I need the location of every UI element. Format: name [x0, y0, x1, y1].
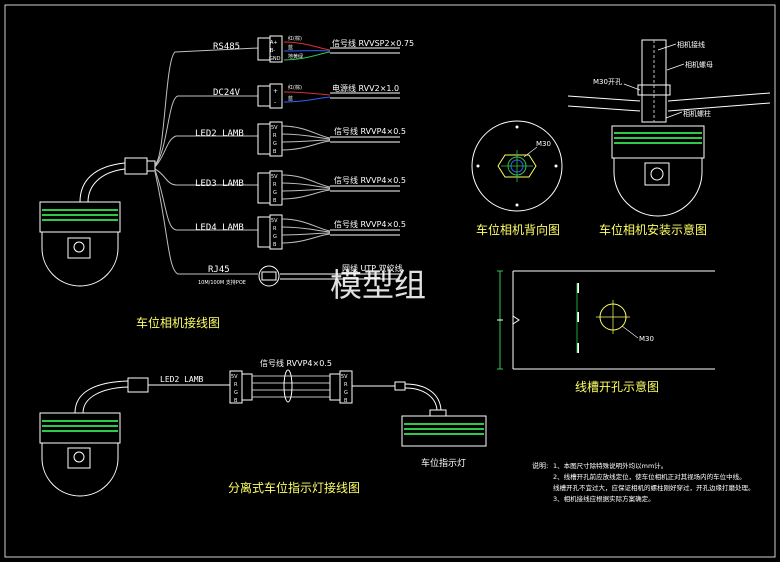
led4-pin-r: R [273, 226, 277, 232]
led2-pin-5v: 5V [271, 125, 278, 131]
install-label-nut: 相机螺母 [685, 60, 713, 69]
indicator-lamp [401, 415, 487, 447]
camera-dome [41, 231, 119, 287]
led3-cable-label: 信号线 RVVP4×0.5 [334, 175, 406, 185]
install-nut [637, 84, 671, 96]
notes-heading: 说明: [532, 461, 548, 470]
cable-hub [124, 157, 148, 175]
watermark: 模型组 [330, 266, 426, 304]
drawing-frame [4, 4, 776, 558]
rs485-connector: A+ B- GND 红(棕) 蓝 地黄绿 信号线 RVVSP2×0.75 [257, 35, 414, 63]
connector-label-led2: LED2 LAMB [195, 129, 244, 139]
rs485-cable-label: 信号线 RVVSP2×0.75 [332, 38, 414, 48]
indicator-camera-dome [41, 442, 119, 497]
indicator-pin-5v-b: 5V [341, 374, 348, 380]
connector-label-led3: LED3 LAMB [195, 179, 244, 189]
back-view-hex-nut [497, 154, 537, 178]
dc24v-pin-minus: - [274, 99, 276, 106]
indicator-pin-b: B [234, 398, 238, 404]
connector-label-dc24v: DC24V [213, 88, 241, 98]
led3-pin-5v: 5V [271, 174, 278, 180]
dc24v-pin-plus: + [273, 88, 278, 95]
led2-pin-b: B [273, 149, 277, 155]
dc24v-note-1: 红(棕) [288, 84, 302, 91]
connector-label-led4: LED4 LAMB [195, 223, 244, 233]
led4-pin-g: G [273, 234, 277, 240]
slot-drilling-diagram: M30 线槽开孔示意图 [497, 270, 715, 394]
install-camera-dome [613, 157, 703, 217]
led2-pin-g: G [273, 141, 277, 147]
slot-m30-label: M30 [639, 335, 654, 343]
led4-connector: 5V R G B 信号线 RVVP4×0.5 [257, 214, 406, 250]
notes-line-2: 2、线槽开孔前应放线定位，使车位相机正对其视场内的车位中线。 [553, 472, 746, 481]
camera-back-view: M30 车位相机背向图 [471, 120, 563, 237]
install-label-hole: M30开孔 [593, 78, 622, 86]
install-label-wiring: 相机接线 [677, 40, 705, 49]
rj45-label: RJ45 [208, 265, 230, 275]
notes-line-3: 线槽开孔不宜过大，应保证相机的螺柱刚好穿过，开孔边缘打磨处理。 [553, 483, 755, 492]
connector-label-rs485: RS485 [213, 42, 240, 52]
indicator-pin-r-b: R [344, 382, 348, 388]
rs485-note-3: 地黄绿 [288, 53, 303, 60]
back-view-m30-label: M30 [536, 140, 551, 148]
back-view-title: 车位相机背向图 [476, 222, 560, 237]
camera-install-diagram: 相机接线 相机螺母 M30开孔 相机螺柱 车位相机安装示意图 [567, 39, 771, 237]
led4-pin-b: B [273, 242, 277, 248]
camera-lens-window [67, 237, 91, 259]
rj45-connector: RJ45 10M/100M 支持POE 网线 UTP 双绞线 [198, 263, 403, 287]
rj45-cable-label: 网线 UTP 双绞线 [342, 263, 403, 273]
indicator-connector-label: LED2 LAMB [160, 375, 204, 384]
notes-line-1: 1、本图尺寸除特殊说明外均以mm计。 [553, 461, 667, 470]
indicator-wiring-diagram: LED2 LAMB 5V R G B 信号线 RVVP4×0.5 5V R G … [39, 358, 487, 497]
camera-wiring-diagram: RS485 DC24V LED2 LAMB LED3 LAMB LED4 LAM… [39, 35, 414, 330]
led3-pin-b: B [273, 198, 277, 204]
indicator-pin-b-b: B [344, 398, 348, 404]
rs485-note-1: 红(棕) [288, 35, 302, 42]
camera-lens [73, 241, 85, 253]
camera-body [39, 201, 121, 233]
back-view-outer-circle [471, 120, 563, 212]
led4-pin-5v: 5V [271, 218, 278, 224]
rj45-sub-label: 10M/100M 支持POE [198, 279, 246, 286]
install-label-stud: 相机螺柱 [683, 109, 711, 118]
indicator-pin-r: R [234, 382, 238, 388]
indicator-pin-g-b: G [344, 390, 348, 396]
rs485-note-2: 蓝 [288, 44, 293, 51]
notes-line-4: 3、相机接线应根据实际方案确定。 [553, 494, 655, 503]
rs485-pin-a: A+ [270, 40, 278, 46]
led3-connector: 5V R G B 信号线 RVVP4×0.5 [257, 170, 406, 206]
led3-pin-g: G [273, 190, 277, 196]
install-title: 车位相机安装示意图 [599, 222, 707, 237]
led3-pin-r: R [273, 182, 277, 188]
dc24v-connector: + - 红(棕) 蓝 电源线 RVV2×1.0 [257, 83, 400, 109]
rj45-port [258, 265, 280, 287]
indicator-device-label: 车位指示灯 [421, 457, 466, 469]
slot-title: 线槽开孔示意图 [575, 379, 659, 394]
rs485-pin-gnd: GND [269, 56, 281, 62]
indicator-cable-label: 信号线 RVVP4×0.5 [260, 358, 332, 368]
indicator-pin-5v: 5V [231, 374, 238, 380]
camera-wiring-title: 车位相机接线图 [136, 315, 220, 330]
led2-pin-r: R [273, 133, 277, 139]
dc24v-cable-label: 电源线 RVV2×1.0 [332, 83, 399, 93]
indicator-pin-g: G [234, 390, 238, 396]
indicator-wiring-title: 分离式车位指示灯接线图 [228, 480, 360, 495]
led4-cable-label: 信号线 RVVP4×0.5 [334, 219, 406, 229]
camera-device-top [39, 201, 121, 287]
led2-connector: 5V R G B 信号线 RVVP4×0.5 [257, 121, 406, 157]
dc24v-note-2: 蓝 [288, 95, 293, 102]
led2-cable-label: 信号线 RVVP4×0.5 [334, 126, 406, 136]
rs485-pin-b: B- [270, 48, 275, 54]
notes-block: 说明: 1、本图尺寸除特殊说明外均以mm计。 2、线槽开孔前应放线定位，使车位相… [532, 461, 755, 503]
indicator-camera-body [39, 412, 121, 444]
